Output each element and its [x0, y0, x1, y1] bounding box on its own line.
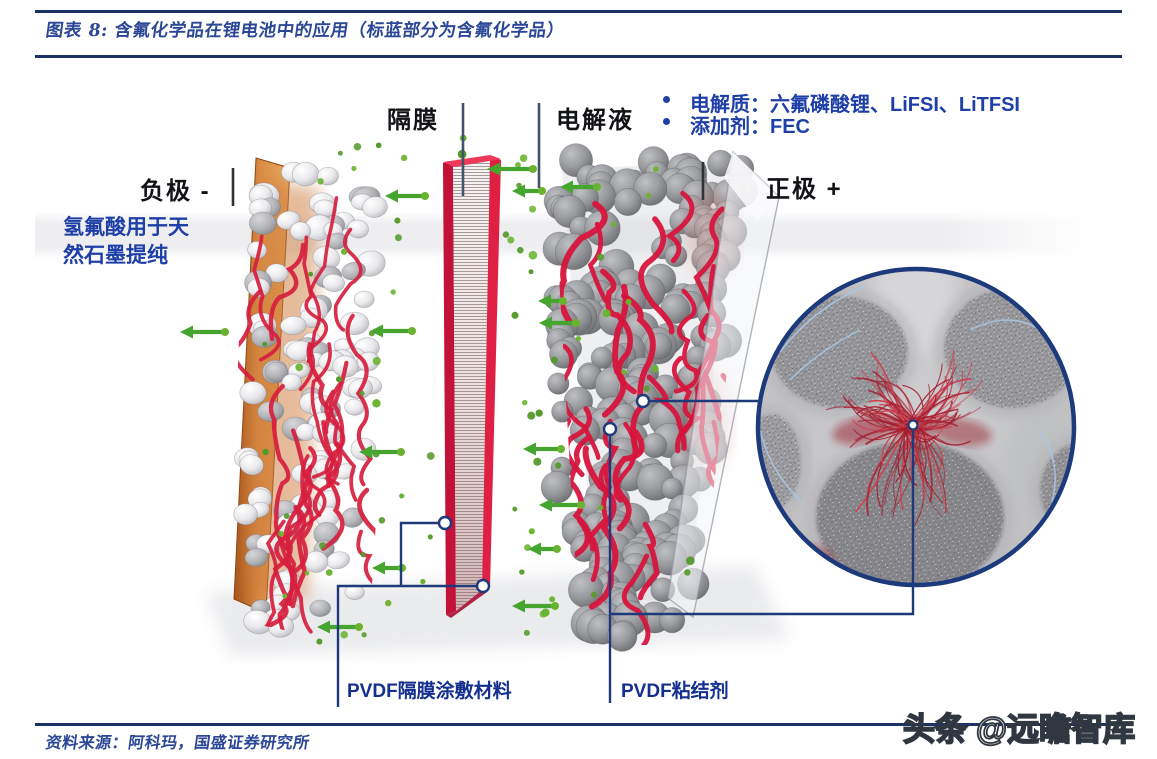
watermark: 头条 @远瞻智库: [902, 710, 1136, 748]
cathode-label: 正极 +: [766, 176, 843, 203]
electrolyte-bullet-2: 添加剂：FEC: [663, 110, 810, 139]
separator-coating-label: PVDF隔膜涂敷材料: [347, 681, 512, 702]
sem-inset: [755, 266, 1077, 588]
anode-label: 负极 -: [140, 178, 211, 205]
source-note: 资料来源：阿科玛，国盛证券研究所: [44, 733, 312, 752]
separator-membrane: [443, 155, 501, 618]
title-rule: [35, 55, 1122, 58]
callout-lines: [231, 103, 919, 707]
bottom-rule: [35, 723, 1122, 726]
top-rule: [35, 10, 1122, 13]
separator-label: 隔膜: [387, 107, 439, 134]
electrolyte-bullet-1: 电解质：六氟磷酸锂、LiFSI、LiTFSI: [663, 88, 1020, 117]
electrolyte-label: 电解液: [556, 107, 634, 134]
binder-label: PVDF粘结剂: [621, 681, 729, 702]
ion-flow-arrows: [180, 162, 601, 634]
lithium-ion-dots: [262, 134, 695, 645]
bullet-dot-icon: [663, 118, 670, 125]
anode-note: 氢氟酸用于天 然石墨提纯: [63, 216, 189, 267]
anode-electrode: [232, 157, 389, 648]
bullet-dot-icon: [663, 96, 670, 103]
